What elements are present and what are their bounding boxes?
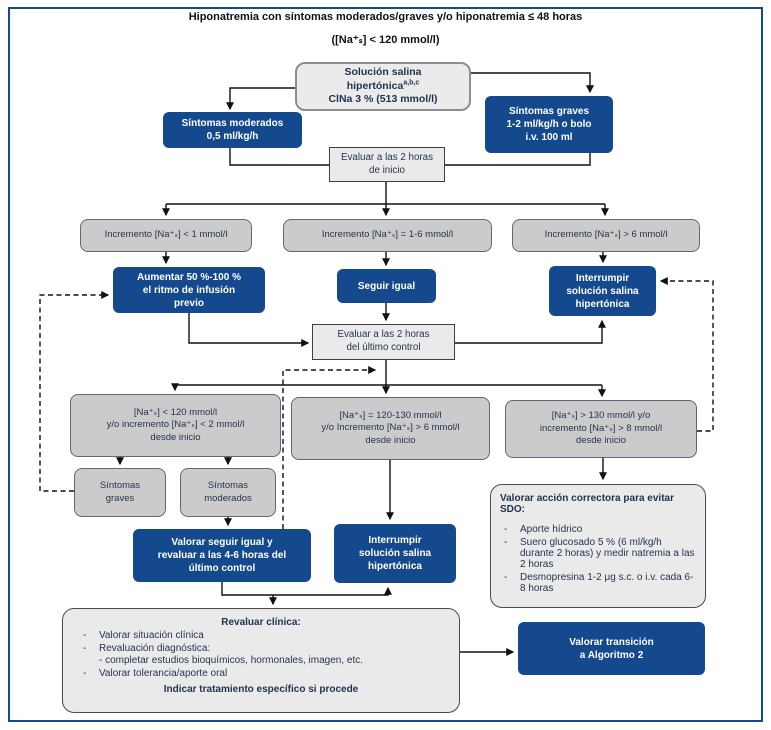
- node-line: desde inicio: [575, 435, 627, 447]
- node-line: Síntomas: [99, 480, 141, 492]
- node-interrumpir-2: Interrumpir solución salina hipertónica: [334, 524, 456, 583]
- panel-revaluar-clinica: Revaluar clínica: - Valorar situación cl…: [62, 608, 460, 713]
- node-line: i.v. 100 ml: [525, 132, 573, 143]
- node-line: Incremento [Na⁺ₛ] = 1-6 mmol/l: [321, 229, 454, 241]
- node-interrumpir-1: Interrumpir solución salina hipertónica: [549, 266, 656, 316]
- node-line: incremento [Na⁺ₛ] > 8 mmol/l: [539, 422, 663, 434]
- list-item: - Desmopresina 1-2 μg s.c. o i.v. cada 6…: [504, 572, 694, 594]
- list-item: - Valorar tolerancia/aporte oral: [83, 668, 228, 679]
- node-line: Aumentar 50 %-100 %: [137, 271, 241, 283]
- list-item: - Suero glucosado 5 % (6 ml/kg/h durante…: [504, 537, 695, 570]
- node-line: Valorar seguir igual y: [171, 537, 273, 548]
- node-evaluar-inicio: Evaluar a las 2 horas de inicio: [329, 147, 445, 182]
- node-line: [Na⁺ₛ] = 120-130 mmol/l: [339, 409, 442, 421]
- panel-accion-correctora: Valorar acción correctora para evitar SD…: [490, 484, 706, 608]
- node-line: y/o incremento [Na⁺ₛ] < 2 mmol/l: [106, 419, 245, 431]
- node-line: Síntomas moderados: [181, 118, 284, 129]
- bullet: -: [504, 572, 508, 583]
- list-item: - Aporte hídrico: [504, 524, 583, 535]
- spacer: [500, 515, 696, 522]
- node-line: de inicio: [369, 164, 405, 176]
- bullet: -: [83, 630, 87, 641]
- bullet: -: [83, 668, 87, 679]
- node-line: moderados: [204, 492, 252, 504]
- node-evaluar-ultimo-control: Evaluar a las 2 horas del último control: [312, 324, 455, 360]
- node-line: solución salina: [358, 548, 432, 559]
- node-line: 0,5 ml/kg/h: [206, 131, 259, 142]
- node-line: [Na⁺ₛ] > 130 mmol/l y/o: [551, 410, 651, 422]
- node-incremento-1-6: Incremento [Na⁺ₛ] = 1-6 mmol/l: [283, 219, 492, 252]
- node-line: Evaluar a las 2 horas: [340, 151, 434, 163]
- node-cond-bajo: [Na⁺ₛ] < 120 mmol/l y/o incremento [Na⁺ₛ…: [70, 394, 281, 457]
- node-line: desde inicio: [365, 434, 416, 446]
- node-line: graves: [105, 492, 135, 504]
- page-subtitle: ([Na⁺ₛ] < 120 mmol/l): [331, 34, 440, 46]
- node-line: [Na⁺ₛ] < 120 mmol/l: [133, 406, 218, 418]
- node-line: hipertónica: [368, 561, 422, 572]
- node-valorar-seguir: Valorar seguir igual y revaluar a las 4-…: [133, 529, 311, 582]
- node-line: Evaluar a las 2 horas: [337, 329, 430, 341]
- node-sintomas-graves-2: Síntomas graves: [74, 468, 166, 517]
- node-seguir-igual: Seguir igual: [337, 269, 436, 303]
- bullet: -: [83, 643, 87, 654]
- node-line: hipertónicaa,b,c: [346, 79, 420, 92]
- bullet: -: [504, 524, 508, 535]
- node-line: Seguir igual: [357, 280, 416, 292]
- node-line: a Algoritmo 2: [579, 649, 644, 661]
- panel-title: Valorar acción correctora para evitar SD…: [500, 493, 674, 515]
- node-solucion-salina: Solución salina hipertónicaa,b,c ClNa 3 …: [295, 62, 471, 111]
- node-line: ClNa 3 % (513 mmol/l): [328, 93, 438, 106]
- node-line: Incremento [Na⁺ₛ] > 6 mmol/l: [544, 229, 668, 241]
- footnote-marks: a,b,c: [403, 79, 420, 87]
- panel-footer: Indicar tratamiento específico si proced…: [163, 684, 359, 695]
- node-line: Incremento [Na⁺ₛ] < 1 mmol/l: [104, 229, 228, 241]
- list-item: - Revaluación diagnóstica:: [83, 643, 211, 654]
- list-item: - Valorar situación clínica: [83, 630, 204, 641]
- node-line: Interrumpir: [575, 272, 630, 284]
- node-cond-medio: [Na⁺ₛ] = 120-130 mmol/l y/o Incremento […: [291, 397, 490, 460]
- node-incremento-lt1: Incremento [Na⁺ₛ] < 1 mmol/l: [80, 219, 252, 252]
- page-title: Hiponatremia con síntomas moderados/grav…: [188, 11, 583, 23]
- panel-title: Revaluar clínica:: [221, 617, 301, 628]
- node-line: solución salina: [566, 285, 639, 297]
- node-line: Solución salina: [344, 66, 422, 79]
- node-sintomas-moderados-2: Síntomas moderados: [180, 468, 276, 517]
- list-subitem: - completar estudios bioquímicos, hormon…: [99, 655, 364, 666]
- bullet: -: [504, 537, 508, 548]
- node-incremento-gt6: Incremento [Na⁺ₛ] > 6 mmol/l: [512, 219, 700, 252]
- node-line: del último control: [346, 342, 421, 353]
- node-line: Síntomas graves: [508, 106, 590, 117]
- node-line: Valorar transición: [569, 636, 654, 648]
- node-aumentar-ritmo: Aumentar 50 %-100 % el ritmo de infusión…: [113, 267, 265, 313]
- node-line: revaluar a las 4-6 horas del: [157, 550, 287, 561]
- node-line: hipertónica: [575, 298, 630, 310]
- outer-frame: [8, 7, 763, 722]
- node-sintomas-graves: Síntomas graves 1-2 ml/kg/h o bolo i.v. …: [485, 96, 613, 153]
- node-cond-alto: [Na⁺ₛ] > 130 mmol/l y/o incremento [Na⁺ₛ…: [505, 400, 697, 458]
- node-line: el ritmo de infusión: [142, 284, 236, 296]
- node-line: Interrumpir: [368, 535, 422, 546]
- node-sintomas-moderados: Síntomas moderados 0,5 ml/kg/h: [163, 112, 302, 148]
- node-line: Síntomas: [207, 480, 249, 492]
- node-line: último control: [188, 563, 256, 574]
- node-valorar-transicion: Valorar transición a Algoritmo 2: [518, 622, 705, 675]
- node-line: desde inicio: [150, 431, 201, 443]
- node-line: previo: [173, 297, 204, 309]
- node-line: y/o Incremento [Na⁺ₛ] > 6 mmol/l: [321, 422, 460, 434]
- node-line: 1-2 ml/kg/h o bolo: [506, 119, 592, 130]
